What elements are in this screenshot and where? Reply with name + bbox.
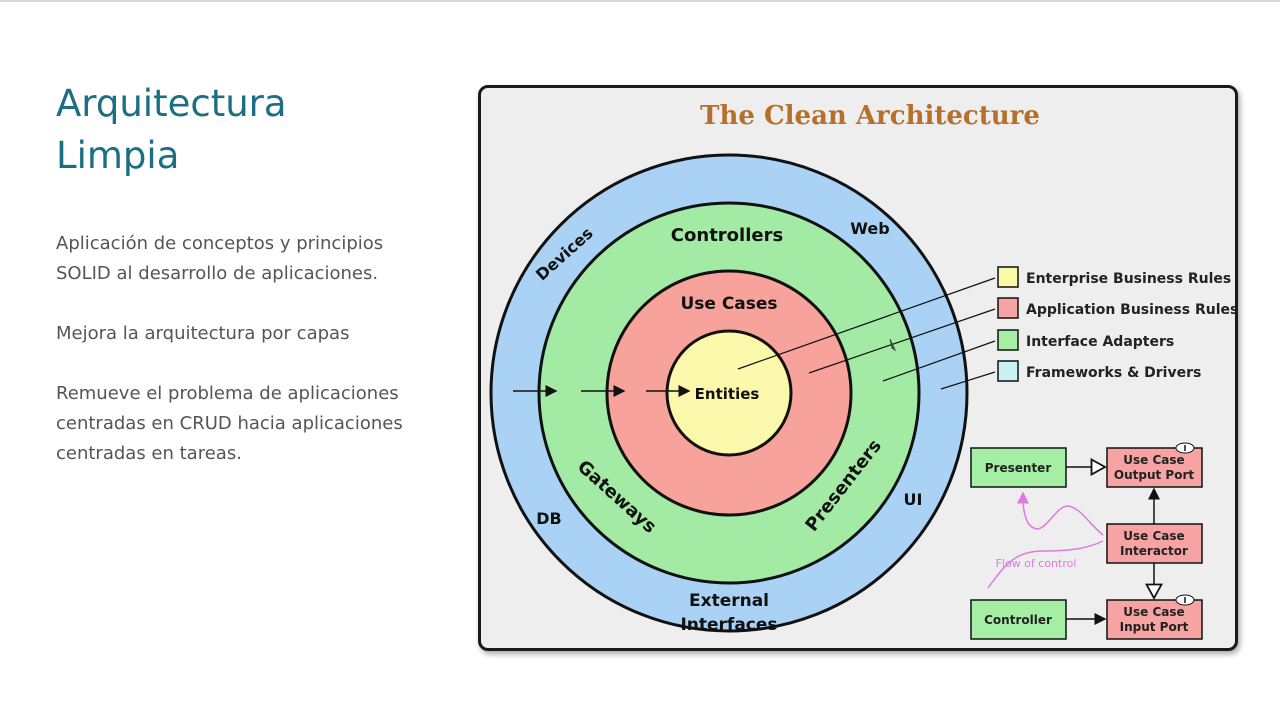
body-paragraph-solid: Aplicación de conceptos y principios SOL… [56, 233, 384, 284]
label-interfaces: Interfaces [680, 615, 777, 635]
label-external: External [689, 591, 769, 611]
diagram-title: The Clean Architecture [700, 101, 1040, 131]
cursor-arrow-icon [889, 338, 897, 352]
body-paragraph-crud: Remueve el problema de aplicaciones cent… [56, 383, 403, 464]
slide-title-line2: Limpia [56, 134, 180, 177]
label-web: Web [850, 219, 889, 238]
diagram-canvas: The Clean Architecture Devices Web DB UI… [489, 101, 1238, 640]
legend-swatch-application [997, 297, 1019, 319]
interactor-label-line2: Interactor [1120, 544, 1188, 558]
output-port-label-line1: Use Case [1123, 453, 1184, 467]
entities-core [665, 329, 793, 457]
flow-of-control-curve [1017, 491, 1104, 536]
input-port-label-line2: Input Port [1120, 620, 1189, 634]
flow-of-control-tail [987, 540, 1104, 589]
label-entities: Entities [695, 385, 760, 403]
presenter-label: Presenter [985, 461, 1052, 475]
input-port-label-line1: Use Case [1123, 605, 1184, 619]
label-db: DB [536, 509, 561, 528]
leader-line-enterprise [737, 277, 996, 370]
slide-title-line1: Arquitectura [56, 82, 287, 125]
legend-label-adapters: Interface Adapters [1026, 334, 1174, 350]
leader-line-adapters [882, 340, 996, 382]
interactor-label-line1: Use Case [1123, 529, 1184, 543]
legend-swatch-enterprise [997, 266, 1019, 288]
label-controllers: Controllers [671, 225, 783, 246]
controller-label: Controller [984, 613, 1052, 627]
legend-swatch-adapters [997, 329, 1019, 351]
output-port-interface-label: I [1184, 444, 1187, 453]
leader-line-frameworks [940, 371, 996, 390]
label-ui: UI [904, 490, 923, 509]
clean-architecture-diagram: The Clean Architecture Devices Web DB UI… [478, 85, 1238, 651]
legend-swatch-frameworks [997, 360, 1019, 382]
input-port-box [1106, 599, 1203, 640]
flow-of-control-label: Flow of control [996, 557, 1077, 570]
legend-label-enterprise: Enterprise Business Rules [1026, 271, 1231, 287]
legend-label-frameworks: Frameworks & Drivers [1026, 365, 1201, 381]
top-divider [0, 0, 1280, 2]
leader-line-application [808, 308, 996, 374]
output-port-interface-marker [1175, 442, 1195, 454]
input-port-interface-marker [1175, 594, 1195, 606]
output-port-box [1106, 447, 1203, 488]
input-port-interface-label: I [1184, 596, 1187, 605]
output-port-label-line2: Output Port [1114, 468, 1194, 482]
legend-label-application: Application Business Rules [1026, 302, 1238, 318]
slide-title: Arquitectura Limpia [56, 78, 287, 182]
body-paragraph-layers: Mejora la arquitectura por capas [56, 323, 350, 344]
label-use-cases: Use Cases [680, 294, 777, 314]
